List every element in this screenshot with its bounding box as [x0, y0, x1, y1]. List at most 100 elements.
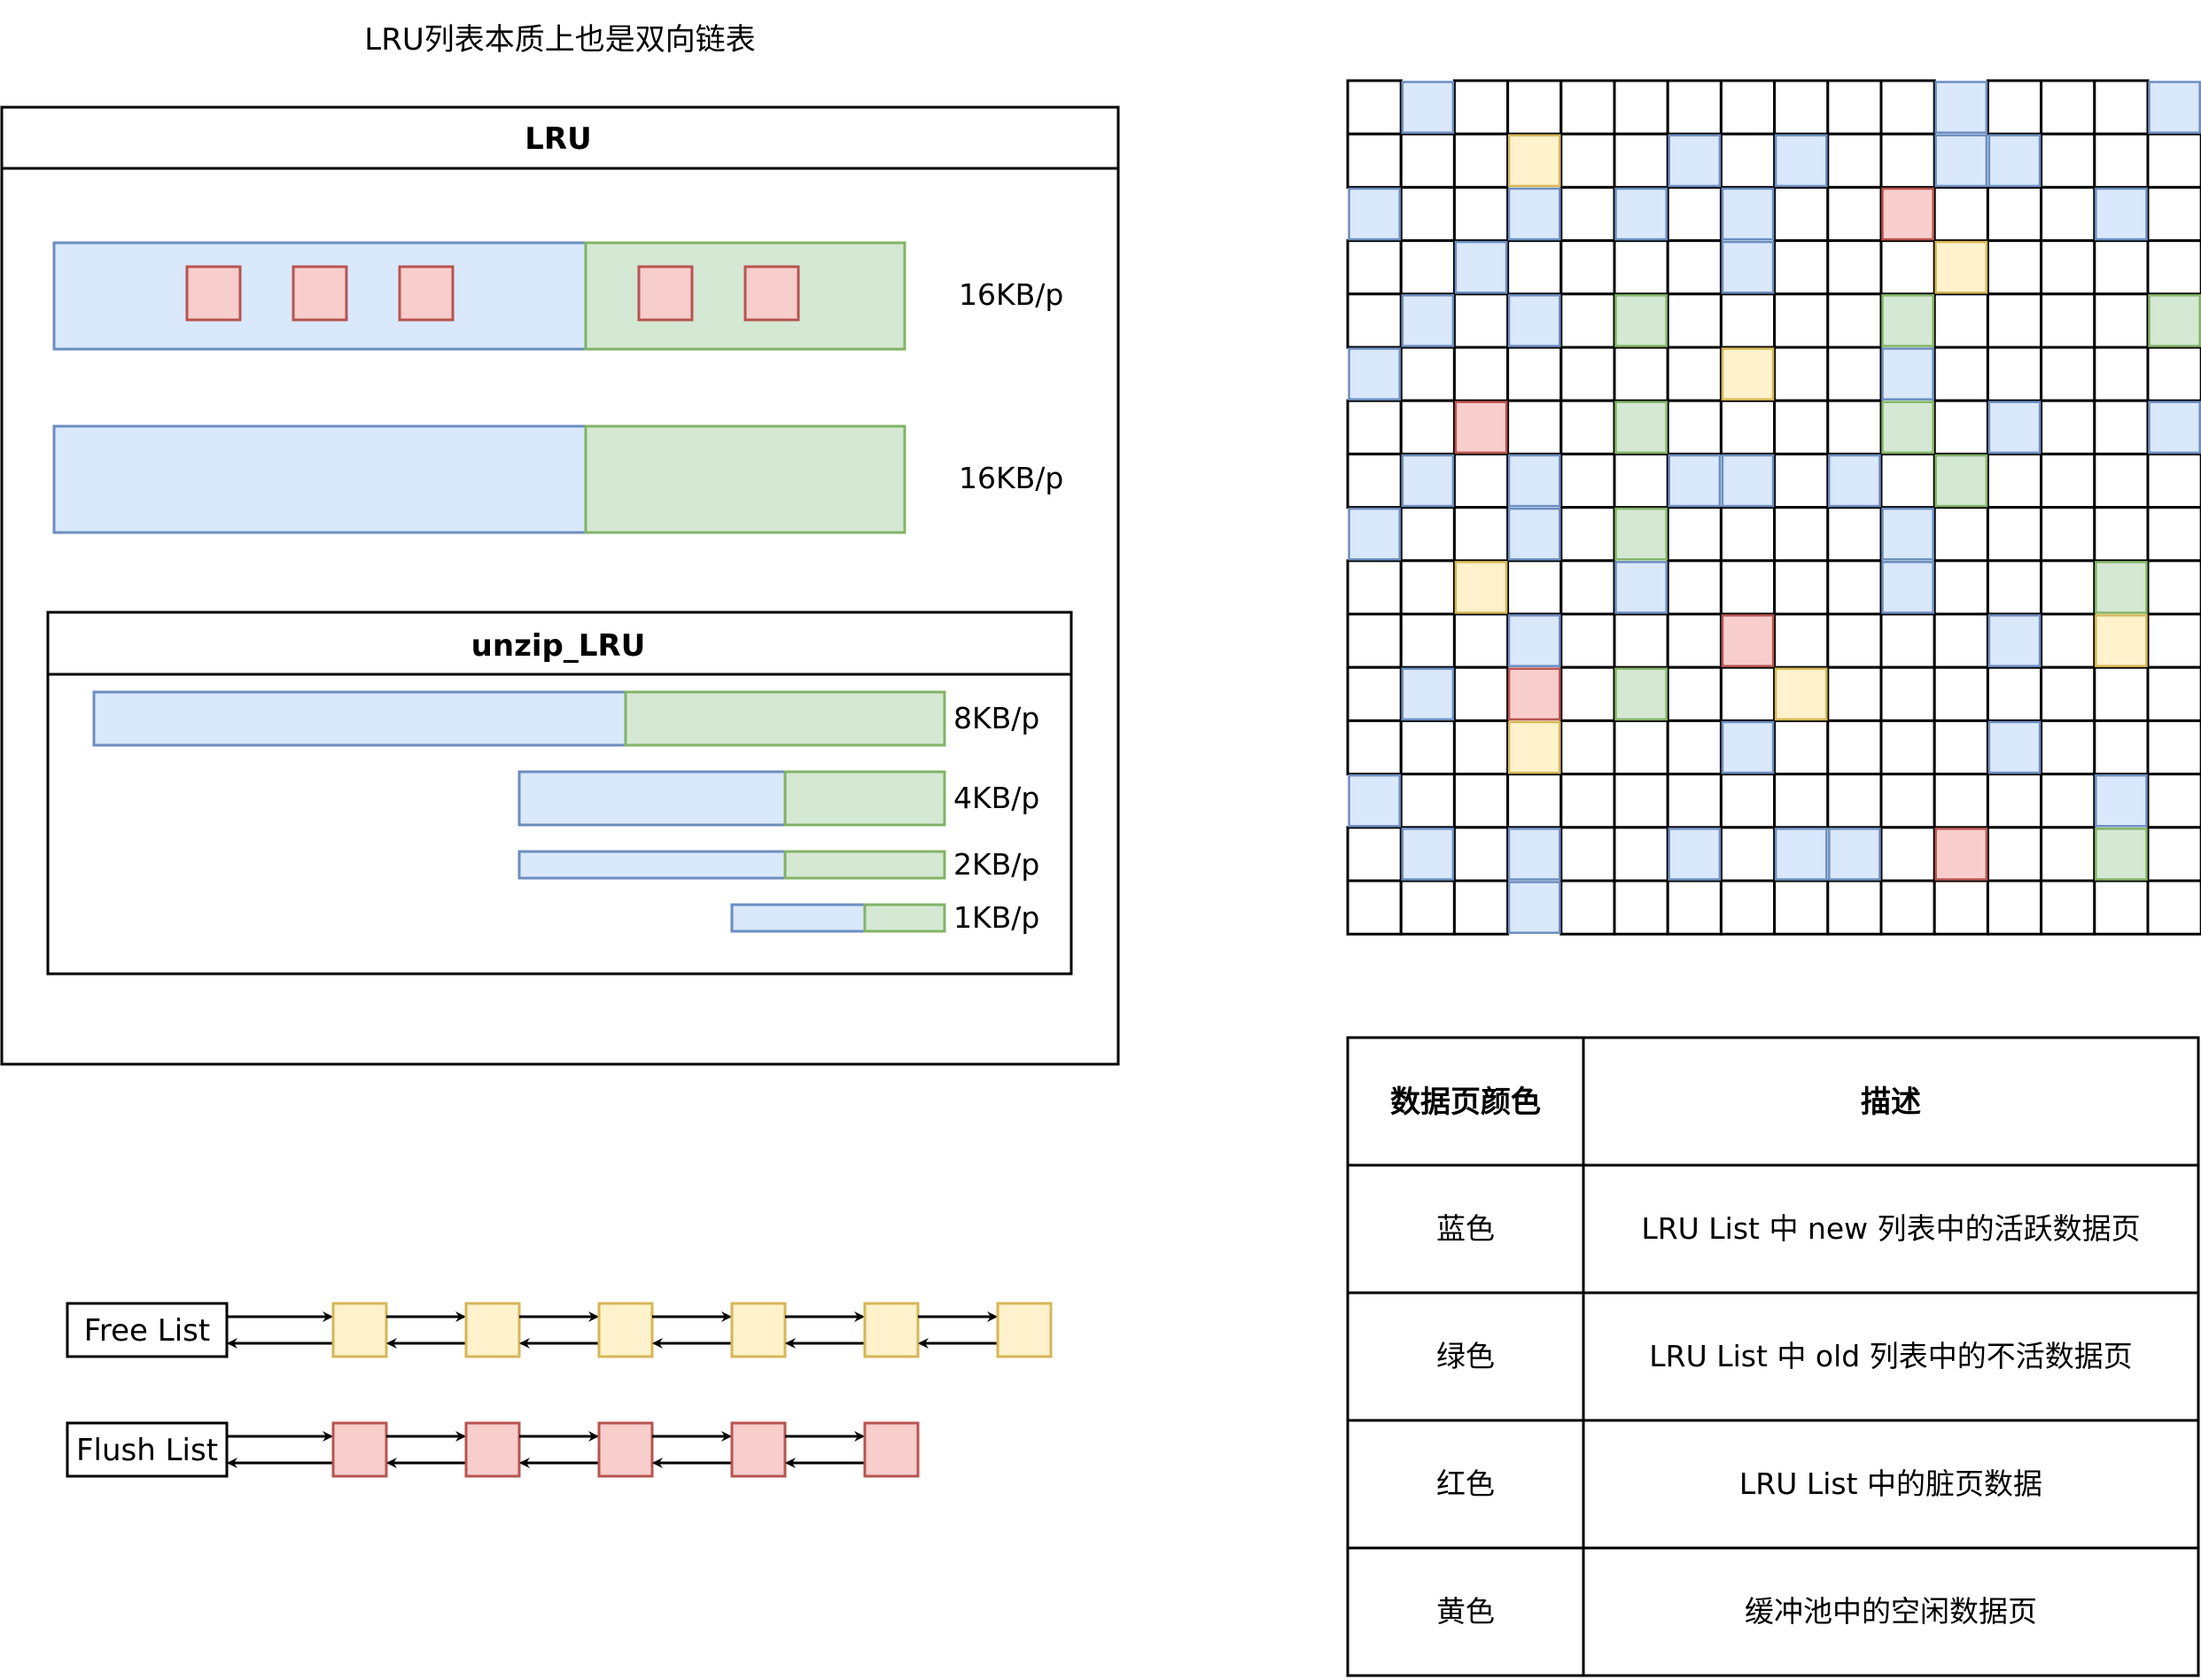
empty-page-cell — [1933, 612, 1989, 669]
active-page-cell — [1348, 347, 1401, 401]
empty-page-cell — [1559, 132, 1616, 189]
empty-page-cell — [1986, 79, 2043, 136]
empty-page-cell — [2093, 399, 2150, 455]
legend-desc-red: LRU List 中的脏页数据 — [1739, 1466, 2042, 1501]
unzip-row-4kb-label: 4KB/p — [953, 781, 1039, 815]
empty-page-cell — [1773, 346, 1830, 402]
empty-page-cell — [1452, 79, 1510, 136]
active-page-cell — [2095, 187, 2148, 241]
empty-page-cell — [1826, 719, 1883, 776]
empty-page-cell — [1346, 719, 1403, 776]
empty-page-cell — [2093, 719, 2150, 776]
dirty-page — [398, 265, 455, 322]
empty-page-cell — [1346, 665, 1403, 722]
active-page-cell — [2148, 401, 2201, 455]
empty-page-cell — [1773, 506, 1830, 563]
inactive-page-cell — [1614, 507, 1668, 561]
empty-page-cell — [2040, 185, 2096, 243]
free-list: Free List — [66, 1302, 1053, 1358]
empty-page-cell — [1666, 879, 1723, 936]
empty-page-cell — [1399, 879, 1456, 936]
empty-page-cell — [1559, 399, 1616, 455]
inactive-page-cell — [1881, 294, 1934, 347]
empty-page-cell — [2146, 452, 2201, 509]
empty-page-cell — [2040, 559, 2096, 616]
empty-page-cell — [1559, 346, 1616, 402]
active-page-cell — [1668, 828, 1722, 881]
empty-page-cell — [1666, 79, 1723, 136]
active-page-cell — [1348, 774, 1401, 828]
list-node — [464, 1421, 521, 1478]
empty-page-cell — [1879, 879, 1936, 936]
empty-page-cell — [1666, 612, 1723, 669]
empty-page-cell — [2093, 452, 2150, 509]
empty-page-cell — [1986, 239, 2043, 296]
active-page-cell — [1507, 507, 1561, 561]
dirty-page-cell — [1934, 828, 1988, 881]
empty-page-cell — [1933, 185, 1989, 243]
active-page-cell — [1987, 720, 2042, 774]
empty-page-cell — [1613, 773, 1669, 829]
empty-page-cell — [1986, 773, 2043, 829]
empty-page-cell — [1506, 399, 1563, 455]
empty-page-cell — [2040, 132, 2096, 189]
empty-page-cell — [1559, 773, 1616, 829]
empty-page-cell — [1879, 665, 1936, 722]
empty-page-cell — [1452, 612, 1510, 669]
empty-page-cell — [1773, 773, 1830, 829]
empty-page-cell — [1613, 879, 1669, 936]
empty-page-cell — [1452, 879, 1510, 936]
empty-page-cell — [1399, 612, 1456, 669]
empty-page-cell — [1452, 719, 1510, 776]
active-page-cell — [1668, 454, 1722, 508]
empty-page-cell — [1559, 665, 1616, 722]
list-node — [863, 1302, 920, 1358]
empty-page-cell — [1506, 773, 1563, 829]
empty-page-cell — [1933, 506, 1989, 563]
empty-page-cell — [1986, 452, 2043, 509]
empty-page-cell — [1933, 719, 1989, 776]
empty-page-cell — [2040, 773, 2096, 829]
empty-page-cell — [1399, 773, 1456, 829]
list-node — [331, 1302, 388, 1358]
empty-page-cell — [1826, 239, 1883, 296]
active-page-cell — [1401, 294, 1455, 347]
empty-page-cell — [1559, 506, 1616, 563]
empty-page-cell — [1666, 346, 1723, 402]
empty-page-cell — [1719, 292, 1777, 349]
active-page-cell — [1881, 561, 1934, 614]
empty-page-cell — [1452, 452, 1510, 509]
empty-page-cell — [1506, 346, 1563, 402]
empty-page-cell — [1346, 239, 1403, 296]
free-page-cell — [2095, 614, 2148, 667]
unzip-row-4kb: 4KB/p — [517, 770, 1039, 827]
empty-page-cell — [1719, 665, 1777, 722]
active-page-cell — [1507, 294, 1561, 347]
active-page-cell — [1987, 401, 2042, 455]
empty-page-cell — [1452, 292, 1510, 349]
empty-page-cell — [1559, 719, 1616, 776]
active-page-cell — [1507, 828, 1561, 881]
empty-page-cell — [2093, 879, 2150, 936]
active-page-cell — [1934, 134, 1988, 188]
empty-page-cell — [2040, 239, 2096, 296]
free-page-cell — [1721, 347, 1775, 401]
active-page-cell — [1881, 347, 1934, 401]
active-page-cell — [1881, 507, 1934, 561]
list-node — [996, 1302, 1053, 1358]
empty-page-cell — [2040, 506, 2096, 563]
free-page-cell — [1934, 240, 1988, 294]
empty-page-cell — [1879, 239, 1936, 296]
list-node — [863, 1421, 920, 1478]
dirty-page — [637, 265, 694, 322]
active-page-cell — [1934, 81, 1988, 134]
empty-page-cell — [1986, 292, 2043, 349]
lru-row-2-new — [52, 424, 587, 534]
legend-color-green: 绿色 — [1436, 1339, 1495, 1373]
empty-page-cell — [1879, 132, 1936, 189]
dirty-page-cell — [1454, 401, 1508, 455]
active-page-cell — [1614, 561, 1668, 614]
empty-page-cell — [1559, 559, 1616, 616]
empty-page-cell — [1666, 185, 1723, 243]
